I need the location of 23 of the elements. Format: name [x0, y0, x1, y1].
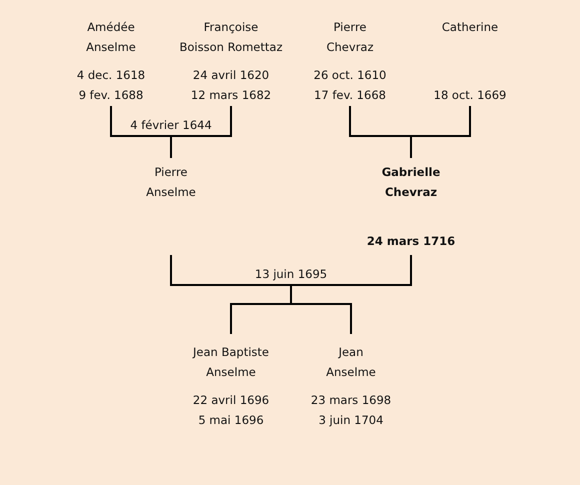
person-name: Pierre Anselme	[146, 164, 196, 201]
life-date: 4 dec. 1618	[76, 67, 146, 84]
person-name: Pierre Chevraz	[326, 19, 374, 56]
person-name: Jean Anselme	[326, 344, 376, 381]
person-name: Amédée Anselme	[86, 19, 136, 56]
connector-line	[410, 106, 471, 158]
life-date: 22 avril 1696	[192, 392, 270, 409]
connector-line	[170, 106, 232, 158]
person-name: Françoise Boisson Romettaz	[180, 19, 282, 56]
life-date: 26 oct. 1610	[314, 67, 386, 84]
life-date: 23 mars 1698	[310, 392, 392, 409]
life-date: 24 avril 1620	[192, 67, 270, 84]
life-date: 24 mars 1716	[366, 233, 456, 250]
person-name: Gabrielle Chevraz	[382, 164, 440, 201]
life-date: 12 mars 1682	[190, 87, 272, 104]
life-date: 9 fev. 1688	[78, 87, 144, 104]
life-date: 5 mai 1696	[198, 412, 264, 429]
life-date: 18 oct. 1669	[434, 87, 506, 104]
person-name: Jean Baptiste Anselme	[193, 344, 269, 381]
life-date: 17 fev. 1668	[314, 87, 386, 104]
person-name: Catherine	[442, 19, 498, 36]
connector-line	[290, 255, 412, 334]
life-date: 3 juin 1704	[318, 412, 384, 429]
